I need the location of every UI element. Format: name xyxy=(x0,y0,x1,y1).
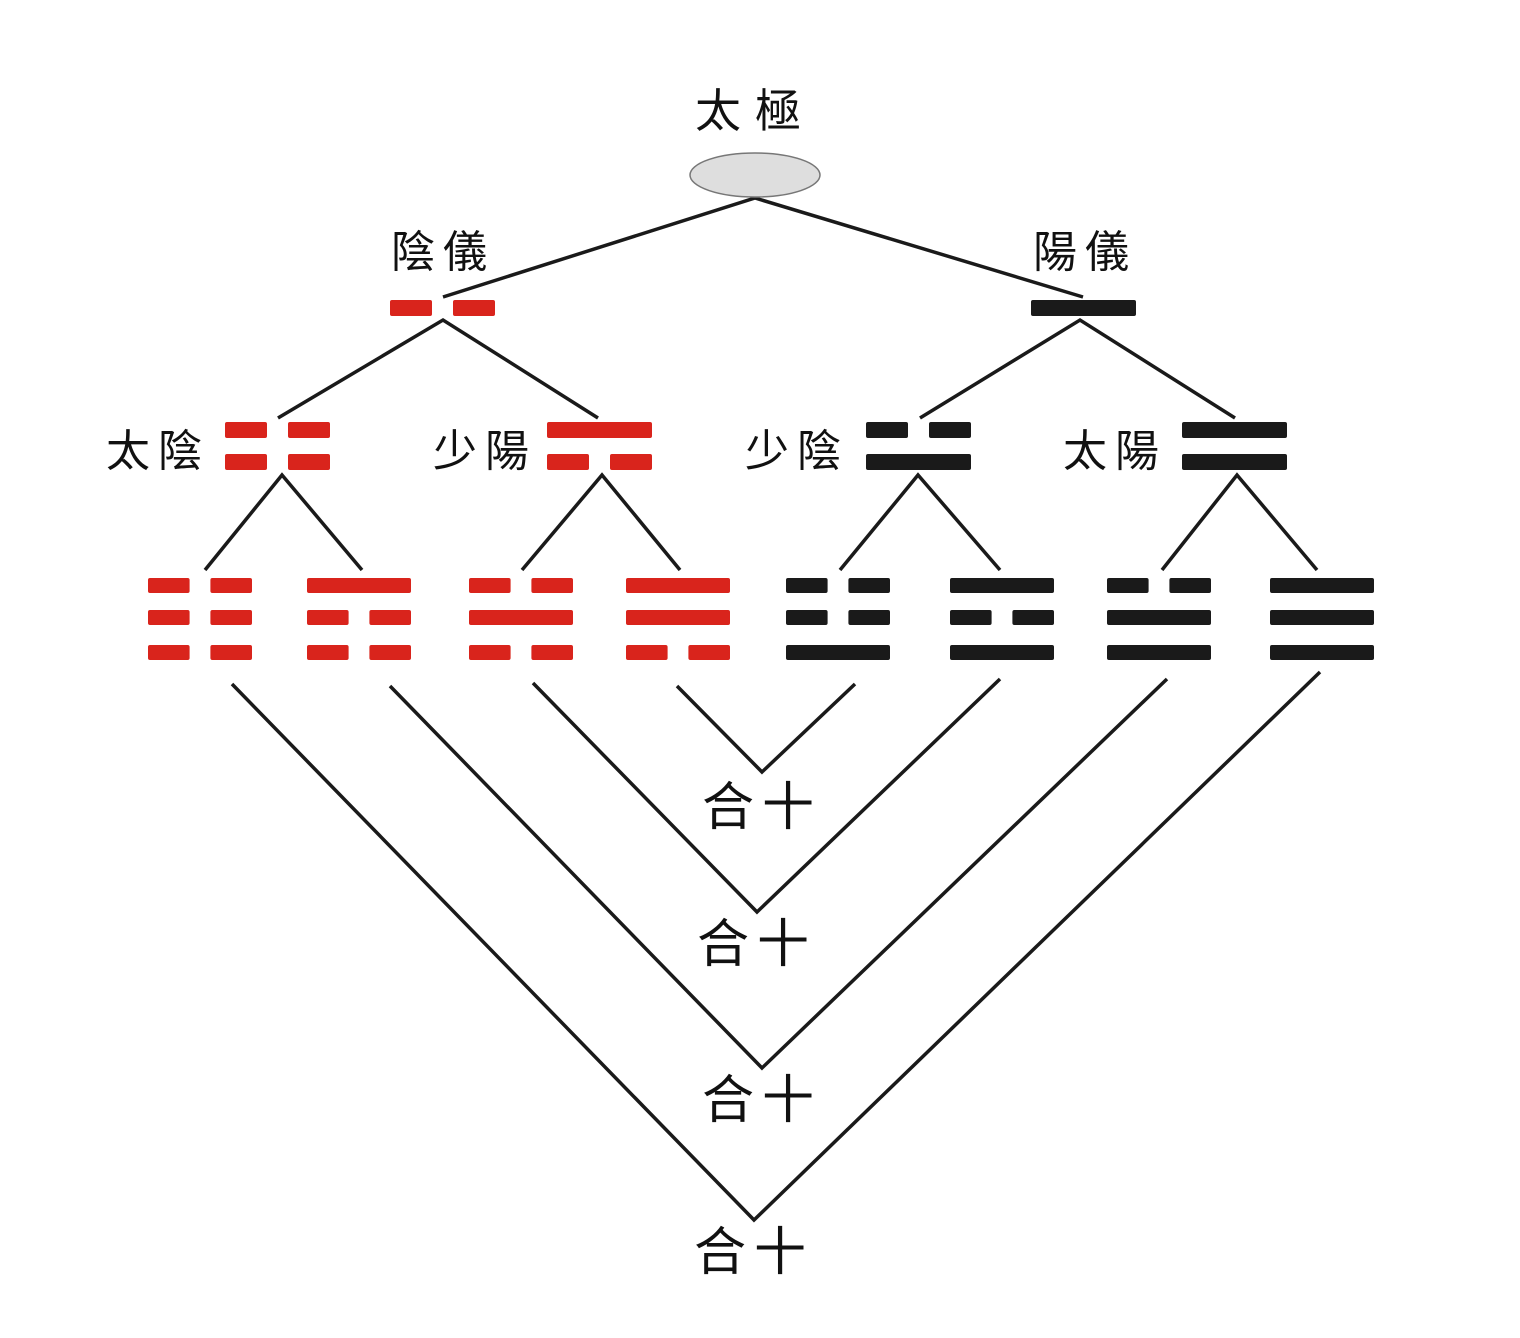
pair-connector xyxy=(230,670,1322,1223)
taiji-ellipse xyxy=(689,152,821,198)
yin-line-right xyxy=(453,300,495,316)
level1-label: 陰儀 xyxy=(391,227,495,278)
level2-symbol xyxy=(225,422,330,470)
yin-line-right xyxy=(369,610,411,625)
yin-line-right xyxy=(531,578,573,593)
pair-connector xyxy=(675,682,857,775)
yang-line xyxy=(469,610,573,625)
yin-line-right xyxy=(688,645,730,660)
yin-line-left xyxy=(307,610,349,625)
pair-connector xyxy=(531,677,1002,915)
root-label: 太極 xyxy=(695,84,815,138)
pair-label: 合十 xyxy=(702,778,822,838)
yin-line-left xyxy=(866,422,908,438)
yin-line-right xyxy=(210,610,252,625)
yin-line-left xyxy=(547,454,589,470)
trigram-symbol xyxy=(786,578,890,660)
level2-label: 少陽 xyxy=(433,426,537,477)
yin-line-right xyxy=(369,645,411,660)
yin-line-left xyxy=(148,578,190,593)
trigram-symbol xyxy=(307,578,411,660)
yang-line xyxy=(1031,300,1136,316)
level2-symbol xyxy=(866,422,971,470)
yin-line-left xyxy=(225,422,267,438)
yang-line xyxy=(866,454,971,470)
yang-line xyxy=(950,578,1054,593)
yin-line-right xyxy=(210,578,252,593)
level2-branch-lines xyxy=(838,472,1002,572)
yin-branch-lines xyxy=(277,317,599,420)
level1-symbol xyxy=(1031,300,1136,316)
yin-line-left xyxy=(786,578,828,593)
pair-connector xyxy=(388,677,1169,1071)
level2-label: 太陰 xyxy=(106,426,210,477)
yin-line-right xyxy=(848,578,890,593)
yin-line-left xyxy=(786,610,828,625)
yin-line-right xyxy=(1169,578,1211,593)
connector-lines xyxy=(203,196,1322,1223)
yin-line-left xyxy=(307,645,349,660)
yin-line-left xyxy=(390,300,432,316)
level2-branch-lines xyxy=(520,472,682,572)
trigram-symbol xyxy=(148,578,252,660)
level2-symbol xyxy=(547,422,652,470)
yin-line-left xyxy=(469,578,511,593)
yin-line-right xyxy=(848,610,890,625)
yang-line xyxy=(1107,645,1211,660)
level2-label: 太陽 xyxy=(1063,426,1167,477)
yin-line-right xyxy=(531,645,573,660)
yin-line-right xyxy=(1012,610,1054,625)
trigram-symbol xyxy=(1107,578,1211,660)
yang-line xyxy=(1182,454,1287,470)
pair-label: 合十 xyxy=(697,915,817,975)
trigram-symbol xyxy=(626,578,730,660)
yin-line-right xyxy=(929,422,971,438)
yang-line xyxy=(950,645,1054,660)
level1-label: 陽儀 xyxy=(1033,227,1137,278)
yin-line-right xyxy=(288,422,330,438)
level2-branch-lines xyxy=(1160,472,1319,572)
yin-line-right xyxy=(288,454,330,470)
yang-branch-lines xyxy=(919,317,1236,420)
yin-line-left xyxy=(469,645,511,660)
yin-line-left xyxy=(1107,578,1149,593)
yin-line-right xyxy=(610,454,652,470)
yang-line xyxy=(1182,422,1287,438)
yin-line-left xyxy=(225,454,267,470)
trigram-symbol xyxy=(1270,578,1374,660)
yang-line xyxy=(547,422,652,438)
yin-line-left xyxy=(950,610,992,625)
level1-symbol xyxy=(390,300,495,316)
level2-branch-lines xyxy=(203,472,364,572)
yin-line-right xyxy=(210,645,252,660)
yang-line xyxy=(626,578,730,593)
trigram-symbol xyxy=(950,578,1054,660)
yin-line-left xyxy=(148,610,190,625)
yang-line xyxy=(307,578,411,593)
labels: 陰儀陽儀太陰少陽少陰太陽合十合十合十合十 xyxy=(106,227,1167,1283)
root-branch-lines xyxy=(442,196,1084,299)
yao-marks xyxy=(148,300,1374,660)
yang-line xyxy=(1107,610,1211,625)
yang-line xyxy=(1270,645,1374,660)
yin-line-left xyxy=(626,645,668,660)
yang-line xyxy=(1270,578,1374,593)
trigram-symbol xyxy=(469,578,573,660)
yin-line-left xyxy=(148,645,190,660)
pair-label: 合十 xyxy=(694,1223,814,1283)
yang-line xyxy=(626,610,730,625)
pair-label: 合十 xyxy=(702,1071,822,1131)
level2-label: 少陰 xyxy=(745,426,849,477)
level2-symbol xyxy=(1182,422,1287,470)
yang-line xyxy=(1270,610,1374,625)
yang-line xyxy=(786,645,890,660)
